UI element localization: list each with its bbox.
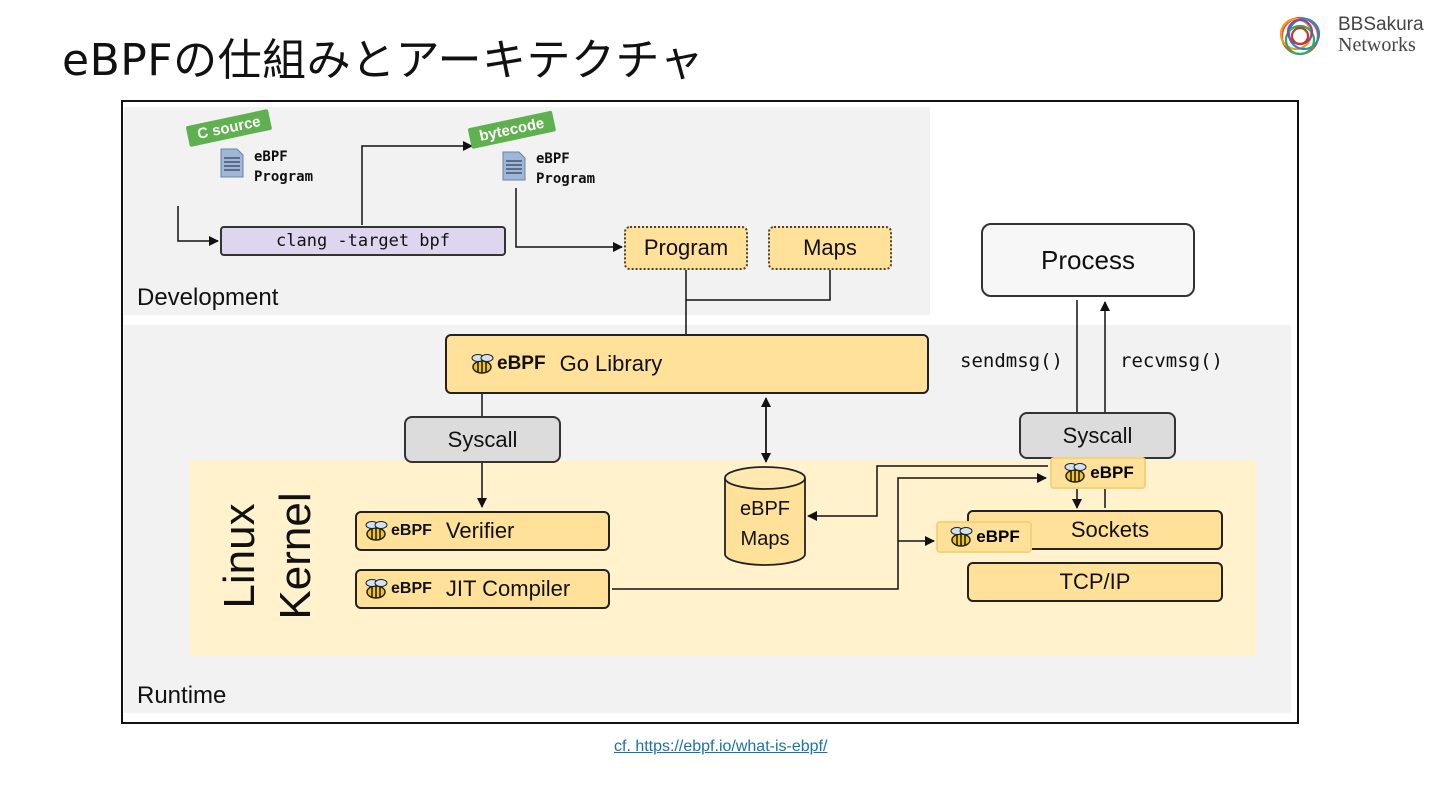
ebpf-maps-line1: eBPF: [739, 498, 791, 520]
go-library-label: Go Library: [559, 351, 663, 376]
bee-icon: [365, 579, 388, 599]
ebpf-word: eBPF: [391, 580, 432, 597]
syscall-right-box: Syscall: [1019, 412, 1176, 459]
ebpf-word: eBPF: [976, 527, 1020, 546]
tcpip-box: TCP/IP: [967, 562, 1223, 602]
ebpf-badge: eBPF: [363, 578, 432, 600]
kernel-region: [190, 460, 1256, 656]
jit-compiler-label: JIT Compiler: [445, 576, 571, 601]
document-icon: [502, 151, 526, 181]
ebpf-word: eBPF: [391, 522, 432, 539]
bbsakura-logo-icon: [1279, 16, 1321, 56]
ebpf-badge: eBPF: [469, 353, 546, 375]
logo-line2: Networks: [1338, 34, 1416, 56]
clang-compiler-box: clang -target bpf: [220, 226, 506, 256]
ebpf-socket-hook-badge: eBPF: [1050, 457, 1146, 489]
bytecode-program-line1: eBPF: [536, 151, 570, 167]
ebpf-maps-line2: Maps: [740, 528, 790, 550]
ebpf-word: eBPF: [497, 353, 546, 374]
document-icon: [220, 148, 244, 178]
bytecode-program-label: eBPF Program: [536, 149, 595, 189]
source-program-line1: eBPF: [254, 149, 288, 165]
ebpf-badge: eBPF: [363, 520, 432, 542]
go-library-box: eBPF Go Library: [445, 334, 929, 394]
bee-icon: [1064, 463, 1087, 483]
reference-link[interactable]: cf. https://ebpf.io/what-is-ebpf/: [614, 738, 828, 755]
bee-icon: [950, 527, 973, 547]
logo-text: BBSakura Networks: [1338, 14, 1424, 56]
ebpf-maps-label: eBPF Maps: [724, 494, 806, 554]
recvmsg-label: recvmsg(): [1120, 350, 1223, 372]
bee-icon: [471, 354, 494, 374]
development-label: Development: [137, 284, 279, 311]
verifier-label: Verifier: [445, 518, 515, 543]
verifier-box: eBPF Verifier: [355, 511, 610, 551]
source-program-label: eBPF Program: [254, 147, 313, 187]
bytecode-program-line2: Program: [536, 171, 596, 187]
runtime-label: Runtime: [137, 682, 227, 709]
ebpf-maps-cylinder: [724, 466, 806, 566]
logo-line1: BBSakura: [1338, 14, 1424, 35]
bee-icon: [365, 521, 388, 541]
sendmsg-label: sendmsg(): [960, 350, 1063, 372]
source-program-line2: Program: [254, 169, 314, 185]
maps-box: Maps: [768, 226, 892, 270]
slide-title: eBPFの仕組みとアーキテクチャ: [62, 35, 705, 86]
ebpf-word: eBPF: [1090, 463, 1134, 482]
syscall-left-box: Syscall: [404, 416, 561, 463]
ebpf-tc-hook-badge: eBPF: [936, 521, 1032, 553]
jit-compiler-box: eBPF JIT Compiler: [355, 569, 610, 609]
process-box: Process: [981, 223, 1195, 297]
program-box: Program: [624, 226, 748, 270]
development-region: [124, 107, 930, 315]
